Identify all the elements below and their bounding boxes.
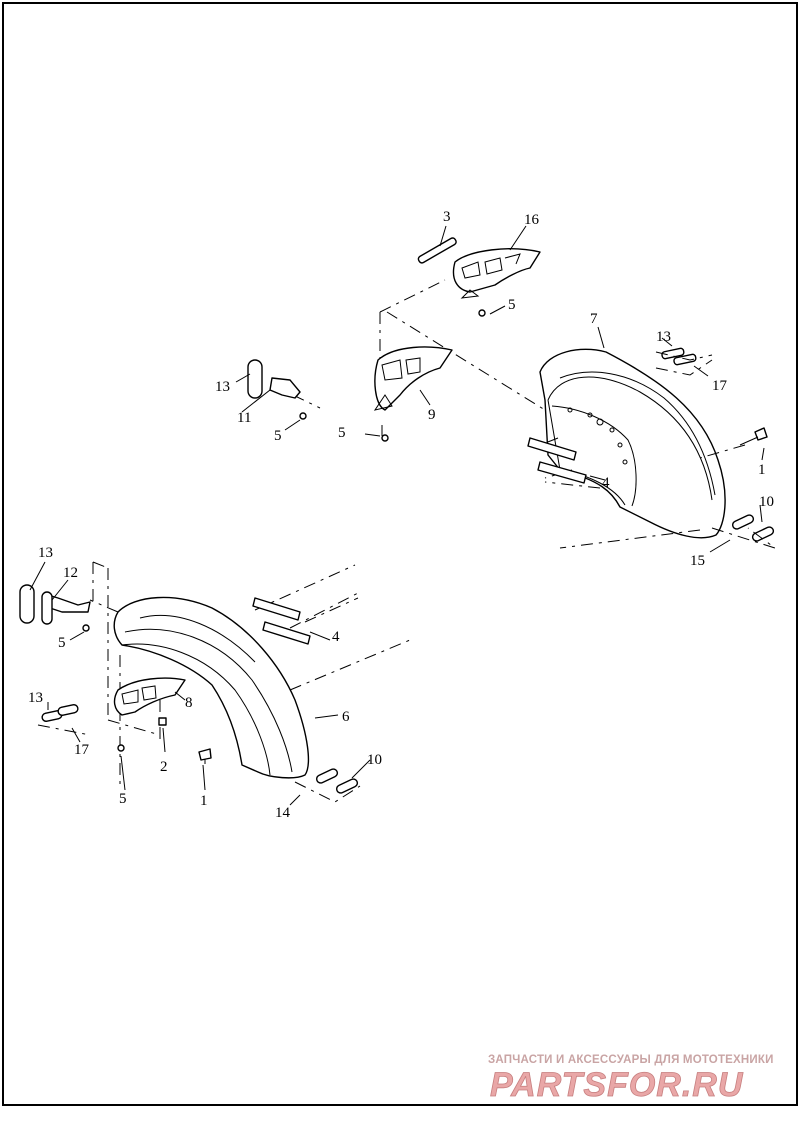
- callout-5: 5: [119, 791, 127, 807]
- callout-16: 16: [524, 212, 540, 228]
- leader-lines: [29, 225, 765, 806]
- lens-13-17-front: [37, 704, 91, 736]
- callout-3: 3: [443, 209, 451, 225]
- callout-8: 8: [185, 695, 193, 711]
- rear-light-assembly-16: [452, 248, 541, 299]
- watermark: ЗАПЧАСТИ И АКСЕССУАРЫ ДЛЯ МОТОТЕХНИКИ PA…: [488, 1054, 774, 1104]
- front-fender: [113, 596, 310, 779]
- lens-pair-15: [711, 514, 776, 549]
- callout-13: 13: [215, 379, 230, 395]
- reflector-strips-4: [252, 437, 587, 645]
- callout-10: 10: [759, 494, 774, 510]
- callout-4: 4: [332, 629, 340, 645]
- light-assembly-9: [373, 346, 453, 411]
- callout-9: 9: [428, 407, 436, 423]
- watermark-logo: PARTSFOR.RU: [490, 1066, 744, 1104]
- callout-13: 13: [38, 545, 53, 561]
- strip-part-3: [417, 237, 457, 264]
- callout-7: 7: [590, 311, 598, 327]
- callout-4: 4: [602, 475, 610, 491]
- callout-17: 17: [712, 378, 728, 394]
- callout-13: 13: [656, 329, 671, 345]
- callout-14: 14: [275, 805, 291, 821]
- callout-1: 1: [758, 462, 766, 478]
- lamp-bracket-11: [247, 359, 301, 399]
- callout-10: 10: [367, 752, 382, 768]
- callout-labels: 3 16 5 7 13 17 1 10 15 4 9 5 13 11 5 13 …: [28, 209, 774, 821]
- callout-5: 5: [274, 428, 282, 444]
- rear-fender: [539, 348, 726, 539]
- callout-15: 15: [690, 553, 705, 569]
- light-assembly-8: [113, 677, 186, 716]
- callout-11: 11: [237, 410, 251, 426]
- lamp-bracket-12: [19, 584, 91, 625]
- callout-17: 17: [74, 742, 90, 758]
- callout-5: 5: [58, 635, 66, 651]
- callout-12: 12: [63, 565, 78, 581]
- callout-5: 5: [338, 425, 346, 441]
- callout-13: 13: [28, 690, 43, 706]
- lens-pair-14: [294, 768, 361, 803]
- callout-1: 1: [200, 793, 208, 809]
- diagram-frame: [2, 2, 798, 1106]
- lens-13-17-rear: [655, 347, 713, 376]
- callout-2: 2: [160, 759, 168, 775]
- callout-5: 5: [508, 297, 516, 313]
- callout-6: 6: [342, 709, 350, 725]
- watermark-tagline: ЗАПЧАСТИ И АКСЕССУАРЫ ДЛЯ МОТОТЕХНИКИ: [488, 1054, 774, 1066]
